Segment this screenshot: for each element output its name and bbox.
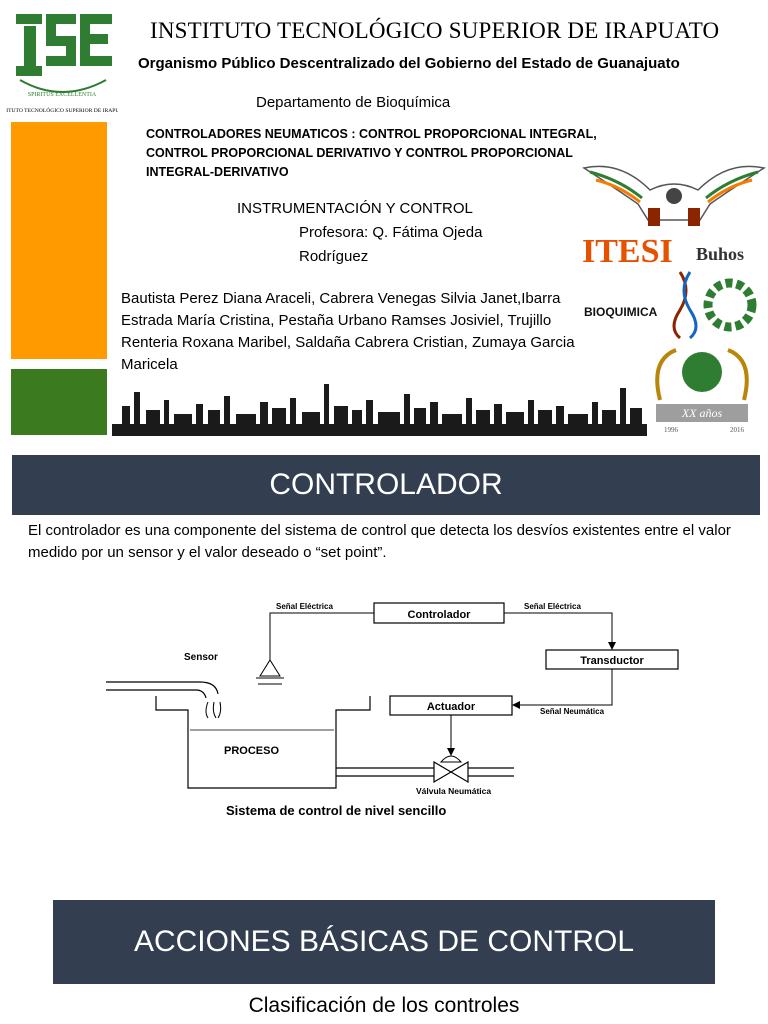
diagram-caption: Sistema de control de nivel sencillo	[226, 803, 446, 818]
itesi-logo-text: ITESI	[582, 233, 673, 270]
bioquimica-logo: BIOQUIMICA	[584, 271, 757, 340]
process-label: PROCESO	[224, 745, 279, 757]
institute-subtitle: Organismo Público Descentralizado del Go…	[138, 55, 680, 72]
sensor-icon	[259, 659, 281, 677]
control-system-diagram: Controlador Transductor Actuador Señal E…	[106, 602, 679, 818]
process-tank	[155, 696, 371, 789]
itesi-main-logo: SPIRITUS EXCELLENTIA INSTITUTO TECNOLÓGI…	[6, 12, 118, 114]
anniversary-text: XX años	[681, 406, 723, 420]
orange-accent-bar	[11, 122, 107, 359]
controller-label: Controlador	[408, 609, 472, 621]
anniversary-end: 2016	[730, 426, 745, 434]
controlador-definition: El controlador es una componente del sis…	[28, 522, 731, 561]
topic-title: CONTROLADORES NEUMATICOS : CONTROL PROPO…	[146, 127, 597, 179]
bioquimica-logo-text: BIOQUIMICA	[584, 305, 658, 319]
valve-icon	[433, 760, 469, 784]
green-accent-bar	[11, 369, 107, 435]
signal-electric-2: Señal Eléctrica	[524, 602, 581, 611]
industrial-skyline-image	[112, 384, 647, 436]
buhos-logo-text: Buhos	[696, 244, 744, 264]
anniversary-start: 1996	[664, 426, 679, 434]
institute-title: INSTITUTO TECNOLÓGICO SUPERIOR DE IRAPUA…	[150, 18, 720, 43]
authors-list: Bautista Perez Diana Araceli, Cabrera Ve…	[121, 290, 575, 373]
transducer-label: Transductor	[580, 655, 644, 667]
logo-motto: SPIRITUS EXCELLENTIA	[28, 92, 97, 98]
signal-pneumatic: Señal Neumática	[540, 707, 605, 716]
logo-caption: INSTITUTO TECNOLÓGICO SUPERIOR DE IRAPUA…	[6, 106, 118, 114]
subject-name: INSTRUMENTACIÓN Y CONTROL	[237, 200, 473, 217]
section-title-controlador: CONTROLADOR	[12, 455, 760, 515]
section-title-acciones: ACCIONES BÁSICAS DE CONTROL	[53, 900, 715, 984]
actuator-label: Actuador	[427, 701, 476, 713]
classification-subtitle: Clasificación de los controles	[248, 994, 520, 1017]
signal-electric-1: Señal Eléctrica	[276, 602, 333, 611]
anniversary-logo: XX años 1996 2016	[655, 348, 749, 434]
department: Departamento de Bioquímica	[256, 94, 451, 111]
owl-logo	[582, 165, 766, 226]
partner-logos: ITESI Buhos BIOQUIMICA XX años 1996 2016	[582, 165, 766, 434]
sensor-label: Sensor	[184, 652, 218, 663]
valve-label: Válvula Neumática	[416, 786, 491, 796]
professor: Profesora: Q. Fátima Ojeda Rodríguez	[299, 224, 483, 265]
